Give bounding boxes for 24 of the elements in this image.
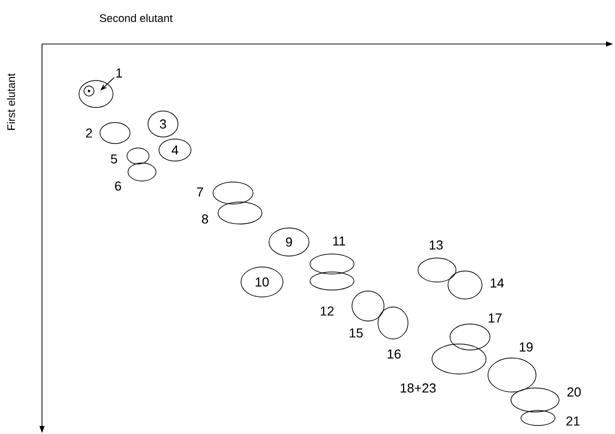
spot: 9 xyxy=(268,228,310,256)
spot: 10 xyxy=(240,266,284,298)
spot-number: 19 xyxy=(520,342,533,352)
spot-number: 13 xyxy=(430,240,443,250)
axis-label: First elutant xyxy=(6,73,16,130)
spot-number: 7 xyxy=(197,188,203,196)
spot-number: 5 xyxy=(110,154,118,164)
spot xyxy=(78,80,114,108)
spot-number: 15 xyxy=(350,328,363,338)
spot-number: 12 xyxy=(320,306,334,316)
axis-label: Second elutant xyxy=(100,14,173,22)
spot-number: 21 xyxy=(566,416,580,426)
spot-number: 17 xyxy=(488,314,502,322)
spot-number: 6 xyxy=(115,181,122,191)
spot-number: 14 xyxy=(490,278,504,288)
spot-number: 18+23 xyxy=(400,383,436,393)
spot: 4 xyxy=(158,138,192,162)
spot: 3 xyxy=(148,110,178,138)
spot-number: 20 xyxy=(567,387,581,397)
spot-number: 8 xyxy=(202,214,208,224)
spot-number: 11 xyxy=(333,236,346,246)
spot-number: 1 xyxy=(116,68,122,78)
spot-number: 2 xyxy=(86,128,92,138)
spot-number: 16 xyxy=(388,349,401,359)
